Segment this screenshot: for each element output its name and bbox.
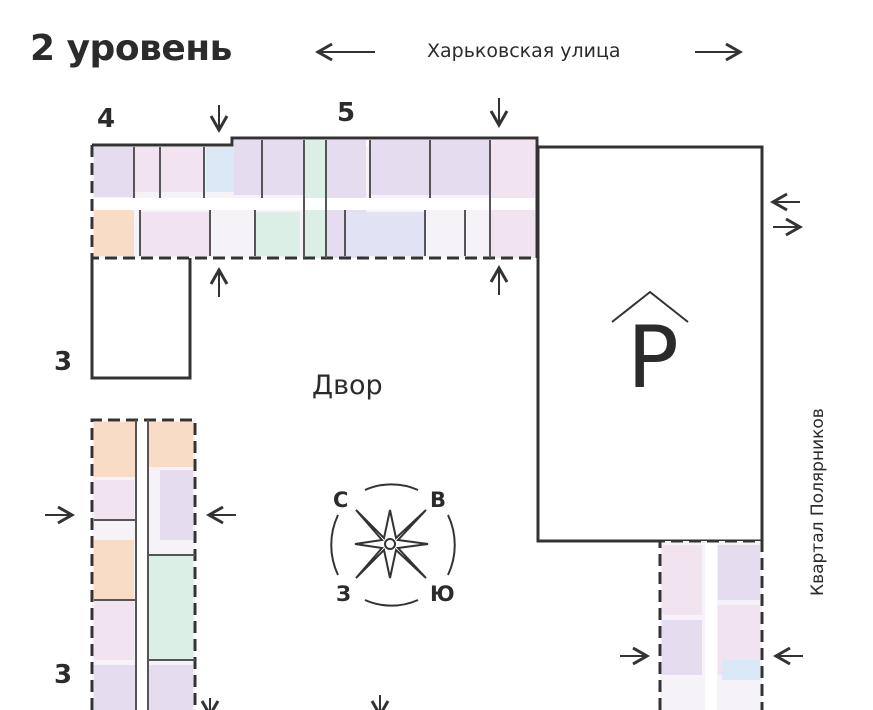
section-number-5: 5 xyxy=(337,98,356,128)
building-section-3 xyxy=(90,418,197,710)
page-title: 2 уровень xyxy=(30,28,232,69)
parking-area xyxy=(536,145,764,543)
parking-roof-icon xyxy=(611,290,689,323)
compass-north: С xyxy=(333,488,349,512)
section-3-outline xyxy=(90,258,192,380)
compass-south: Ю xyxy=(430,582,455,606)
section-number-4: 4 xyxy=(97,104,116,134)
street-label-right: Квартал Полярников xyxy=(808,408,828,596)
compass-east: В xyxy=(430,488,447,512)
yard-label: Двор xyxy=(312,370,383,401)
parking-label: P xyxy=(627,308,679,408)
compass-west: З xyxy=(336,582,351,606)
section-number-3b: 3 xyxy=(54,660,73,690)
building-sections-4-5 xyxy=(90,136,539,260)
entrance-arrows xyxy=(45,98,804,710)
compass-rose-icon xyxy=(330,483,456,607)
section-number-3a: 3 xyxy=(54,347,73,377)
street-label-top: Харьковская улица xyxy=(427,40,621,62)
building-bottom-right xyxy=(658,539,764,710)
